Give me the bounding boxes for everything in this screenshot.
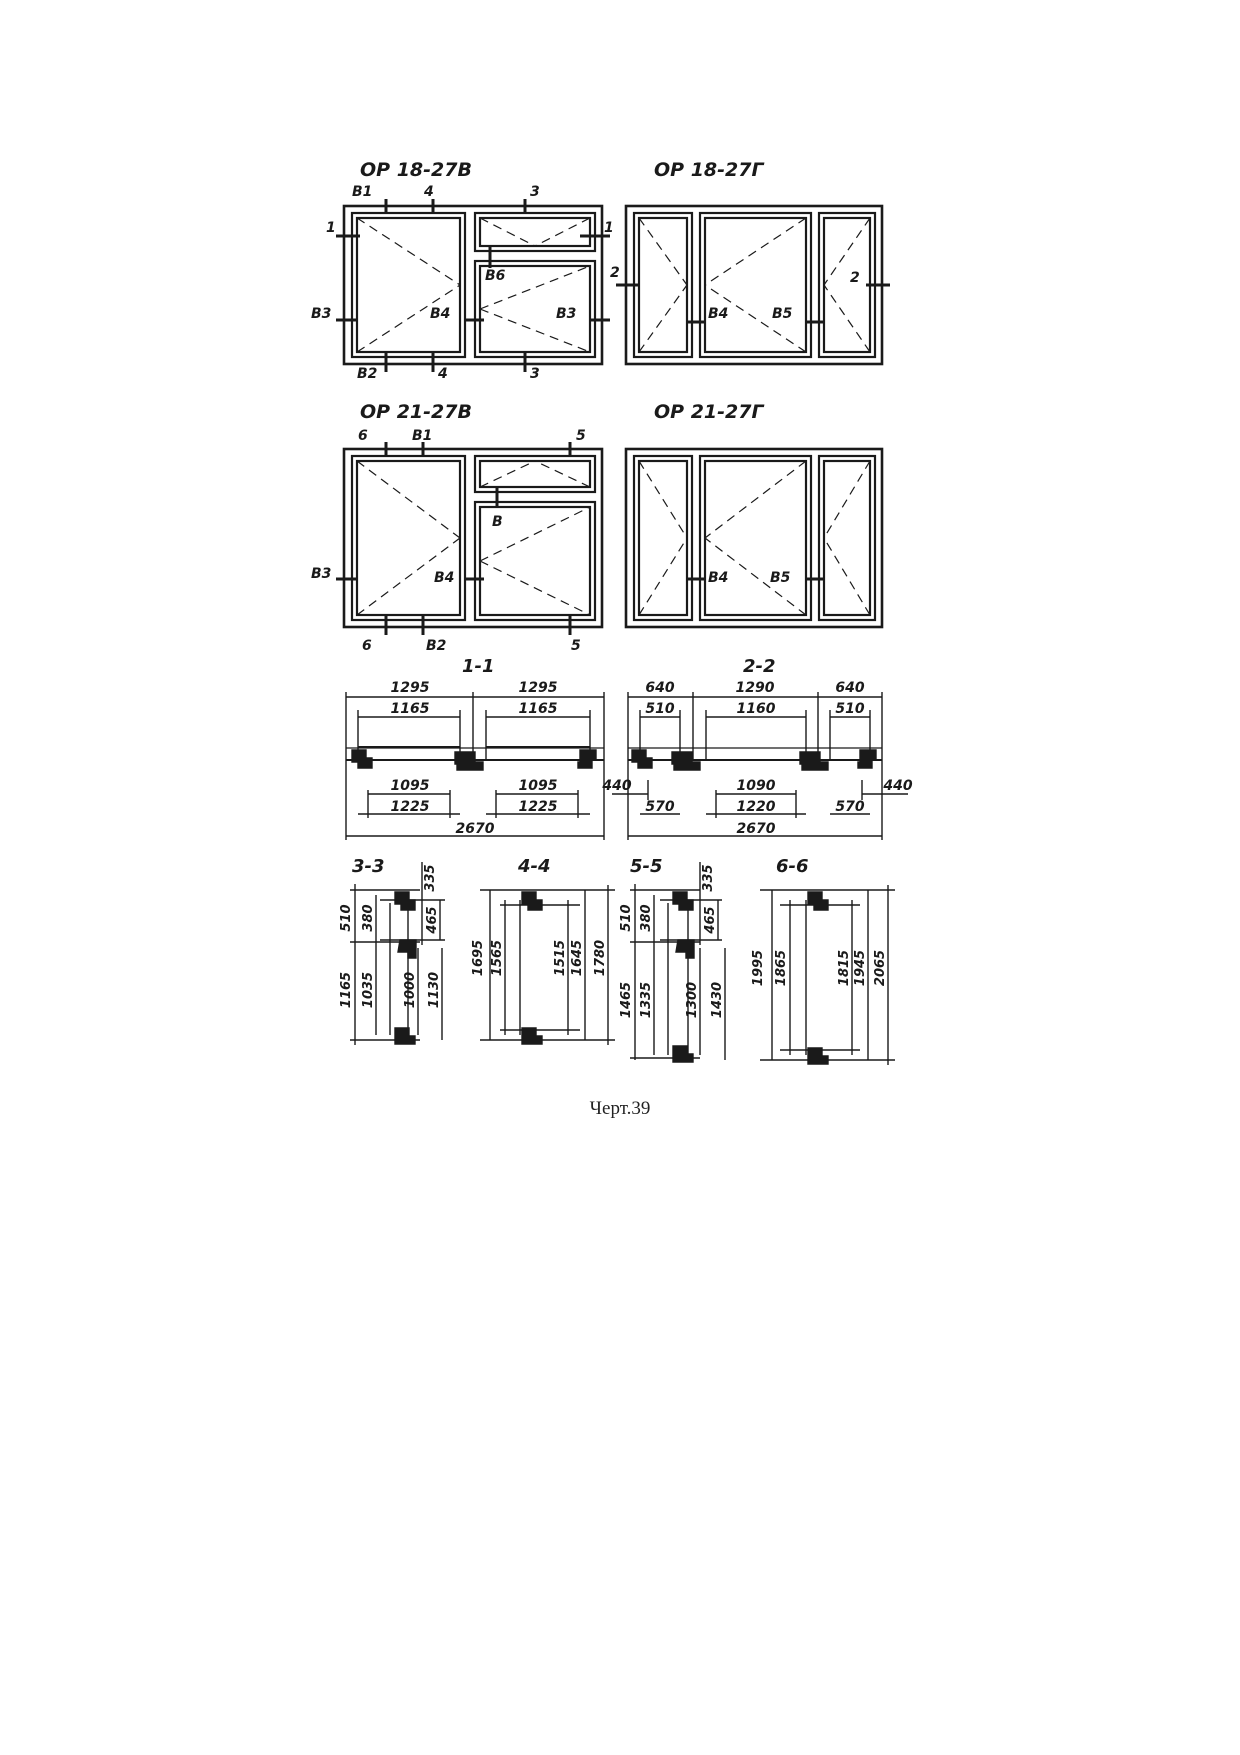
section-3-3	[350, 862, 445, 1045]
dim-6-6-2065: 2065	[873, 950, 888, 986]
title-or21-27v: ОР 21-27В	[360, 401, 472, 423]
label-v1-21: В1	[412, 428, 432, 444]
section-6-6	[760, 885, 895, 1065]
dim-5-5-1300: 1300	[685, 982, 700, 1018]
label-v-21: В	[492, 514, 503, 530]
label-v5-21g: В5	[770, 570, 791, 586]
dim-1-1-top-right: 1295	[519, 680, 558, 696]
dim-1-1-base-right: 1225	[519, 799, 558, 815]
title-section-6-6: 6-6	[776, 856, 809, 877]
dim-2-2-base-mid: 1220	[737, 799, 776, 815]
section-5-5	[630, 862, 726, 1063]
window-drawings: ОР 18-27В ОР 18-27Г ОР 21-27В ОР 21-27Г …	[311, 159, 913, 1065]
dim-4-4-1645: 1645	[570, 940, 585, 976]
dim-2-2-base-left: 570	[645, 799, 674, 815]
dim-6-6-1995: 1995	[751, 950, 766, 986]
dim-2-2-top-right: 640	[835, 680, 864, 696]
dim-2-2-mid-left: 510	[645, 701, 674, 717]
label-v1: В1	[352, 184, 372, 200]
label-v2: В2	[357, 366, 377, 382]
section-4-4	[480, 885, 615, 1045]
dim-2-2-side-left: 440	[601, 778, 631, 794]
dim-5-5-380: 380	[639, 904, 654, 931]
label-cut-2-right: 2	[850, 270, 860, 286]
dim-3-3-1130: 1130	[427, 972, 442, 1008]
label-cut-6-top: 6	[358, 428, 368, 444]
section-2-2	[612, 692, 908, 840]
dim-4-4-1565: 1565	[490, 940, 505, 976]
label-cut-5-bottom: 5	[571, 638, 581, 654]
label-v6: В6	[485, 268, 506, 284]
label-v4: В4	[430, 306, 450, 322]
dim-5-5-1465: 1465	[619, 982, 634, 1018]
dim-1-1-total: 2670	[456, 821, 495, 837]
dim-3-3-1000: 1000	[403, 972, 418, 1008]
dim-4-4-1515: 1515	[553, 940, 568, 976]
label-cut-1-right: 1	[604, 220, 614, 236]
dim-2-2-base-right: 570	[835, 799, 864, 815]
dim-2-2-total: 2670	[737, 821, 776, 837]
dim-1-1-low-right: 1095	[519, 778, 558, 794]
label-v3-left: В3	[311, 306, 331, 322]
label-cut-6-bottom: 6	[362, 638, 372, 654]
drawing-or18-27g	[616, 204, 890, 366]
dim-1-1-mid-right: 1165	[519, 701, 558, 717]
dim-3-3-510: 510	[339, 904, 354, 931]
dim-2-2-low-mid: 1090	[737, 778, 776, 794]
dim-2-2-mid-right: 510	[835, 701, 864, 717]
dim-6-6-1815: 1815	[837, 950, 852, 986]
dim-6-6-1865: 1865	[774, 950, 789, 986]
drawing-or21-27v	[336, 442, 604, 635]
dim-5-5-465: 465	[703, 906, 718, 934]
label-cut-4-bottom: 4	[437, 366, 448, 382]
title-section-3-3: 3-3	[352, 856, 385, 877]
label-v4-21g: В4	[708, 570, 728, 586]
title-or18-27g: ОР 18-27Г	[654, 159, 764, 181]
dim-3-3-380: 380	[361, 904, 376, 931]
label-v4-21: В4	[434, 570, 454, 586]
dim-3-3-335: 335	[423, 864, 438, 891]
label-v4-g: В4	[708, 306, 728, 322]
label-cut-2-left: 2	[610, 265, 620, 281]
dim-5-5-335: 335	[701, 864, 716, 891]
label-cut-4-top: 4	[423, 184, 434, 200]
figure-caption: Черт.39	[589, 1098, 651, 1119]
title-section-5-5: 5-5	[630, 856, 663, 877]
dim-1-1-top-left: 1295	[391, 680, 430, 696]
title-or21-27g: ОР 21-27Г	[654, 401, 764, 423]
label-cut-3-bottom: 3	[530, 366, 540, 382]
dim-2-2-side-right: 440	[882, 778, 912, 794]
label-v3-right: В3	[556, 306, 576, 322]
dim-2-2-mid-mid: 1160	[737, 701, 776, 717]
label-v5-g: В5	[772, 306, 793, 322]
label-cut-3-top: 3	[530, 184, 540, 200]
dim-3-3-1165: 1165	[339, 972, 354, 1008]
label-cut-1-left: 1	[326, 220, 336, 236]
dim-6-6-1945: 1945	[853, 950, 868, 986]
drawing-or18-27v	[336, 199, 610, 372]
dim-3-3-1035: 1035	[361, 972, 376, 1008]
title-section-4-4: 4-4	[517, 856, 551, 877]
drawing-or21-27g	[624, 447, 884, 629]
title-or18-27v: ОР 18-27В	[360, 159, 472, 181]
dim-4-4-1695: 1695	[471, 940, 486, 976]
dim-1-1-mid-left: 1165	[391, 701, 430, 717]
dim-4-4-1780: 1780	[593, 940, 608, 976]
label-cut-5-top: 5	[576, 428, 586, 444]
title-section-2-2: 2-2	[743, 656, 776, 677]
dim-3-3-465: 465	[425, 906, 440, 934]
dim-1-1-low-left: 1095	[391, 778, 430, 794]
dim-5-5-1430: 1430	[710, 982, 725, 1018]
label-v2-21: В2	[426, 638, 446, 654]
dim-5-5-510: 510	[619, 904, 634, 931]
label-v3-21: В3	[311, 566, 331, 582]
section-1-1	[345, 692, 605, 840]
title-section-1-1: 1-1	[462, 656, 495, 677]
dim-1-1-base-left: 1225	[391, 799, 430, 815]
dim-2-2-top-mid: 1290	[736, 680, 775, 696]
dim-5-5-1335: 1335	[639, 982, 654, 1018]
dim-2-2-top-left: 640	[645, 680, 674, 696]
